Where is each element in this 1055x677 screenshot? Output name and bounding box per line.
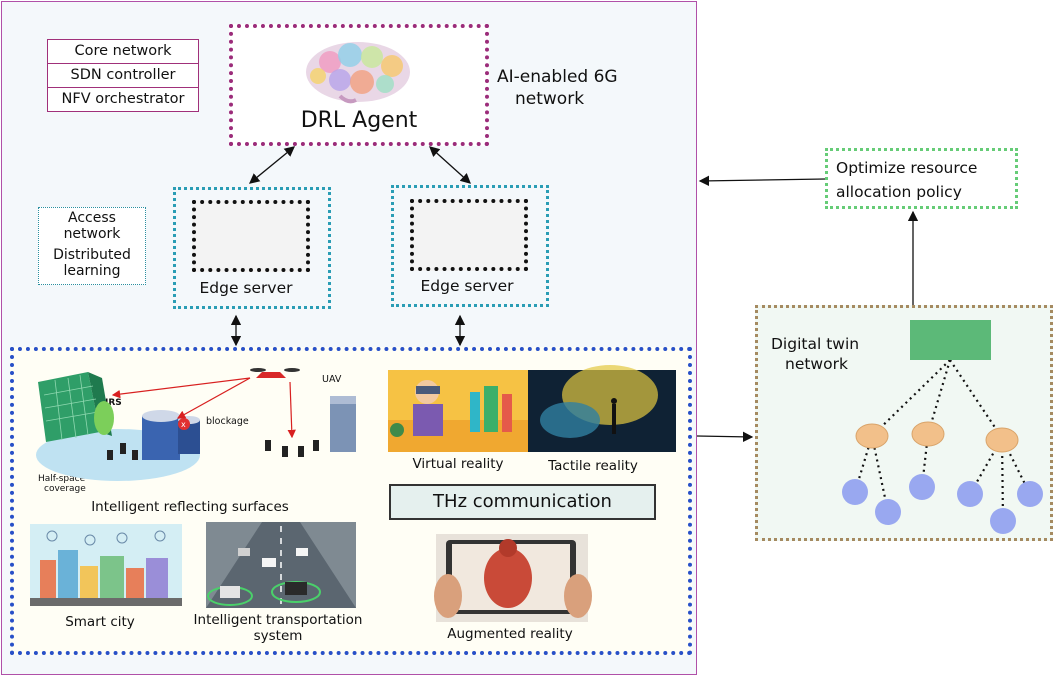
digital-twin-line2: network bbox=[785, 355, 848, 373]
twin-leaf-node bbox=[875, 499, 901, 525]
edge-server-inner-1 bbox=[192, 200, 310, 272]
optimize-policy-box: Optimize resource allocation policy bbox=[825, 148, 1018, 209]
its-caption: Intelligent transportation system bbox=[176, 612, 380, 644]
ai-network-line2: network bbox=[515, 89, 585, 109]
twin-leaf-node bbox=[957, 481, 983, 507]
optimize-line2: allocation policy bbox=[836, 183, 962, 201]
brain-icon bbox=[306, 42, 410, 104]
virtual-reality-image bbox=[388, 370, 528, 452]
access-line2: network bbox=[63, 226, 121, 242]
uav-label: UAV bbox=[322, 374, 342, 385]
edge-server-box-1 bbox=[173, 187, 331, 309]
coverage-line1: Half-space bbox=[38, 474, 86, 484]
ai-network-line1: AI-enabled 6G bbox=[497, 67, 618, 87]
tactile-reality-image bbox=[528, 365, 676, 452]
edge-server-inner-2 bbox=[410, 199, 528, 271]
digital-twin-label: Digital twin network bbox=[771, 334, 859, 374]
twin-leaf-node bbox=[1017, 481, 1043, 507]
arrow-optimize-to-network bbox=[698, 175, 826, 187]
digital-twin-box bbox=[755, 305, 1053, 541]
coverage-line2: coverage bbox=[44, 484, 86, 494]
digital-twin-line1: Digital twin bbox=[771, 335, 860, 353]
thz-communication-box: THz communication bbox=[389, 484, 656, 520]
smart-city-caption: Smart city bbox=[65, 614, 135, 630]
augmented-reality-image bbox=[434, 534, 592, 622]
twin-mid-node bbox=[855, 423, 889, 449]
arrow-network-to-twin bbox=[696, 431, 754, 443]
access-network-box: Access network Distributed learning bbox=[38, 207, 146, 285]
legend-core-network: Core network bbox=[48, 40, 198, 64]
its-caption-line2: system bbox=[253, 628, 303, 644]
irs-label: IRS bbox=[105, 398, 122, 408]
ar-caption: Augmented reality bbox=[447, 626, 573, 642]
edge-server-label-1: Edge server bbox=[199, 279, 293, 297]
edge-server-label-2: Edge server bbox=[420, 277, 514, 295]
twin-mid-node bbox=[985, 427, 1019, 453]
drl-agent-label: DRL Agent bbox=[300, 108, 418, 133]
optimize-line1: Optimize resource bbox=[836, 159, 978, 177]
legend-sdn-controller: SDN controller bbox=[48, 64, 198, 88]
access-line3: Distributed bbox=[53, 247, 131, 263]
arrow-drl-edge-2 bbox=[429, 146, 471, 184]
legend-nfv-orchestrator: NFV orchestrator bbox=[61, 91, 185, 107]
irs-scene-illustration: x bbox=[36, 368, 356, 481]
twin-leaf-node bbox=[909, 474, 935, 500]
twin-root-node bbox=[910, 320, 991, 360]
irs-caption: Intelligent reflecting surfaces bbox=[91, 499, 289, 515]
network-legend: Core network SDN controller NFV orchestr… bbox=[47, 39, 199, 112]
access-line1: Access bbox=[68, 210, 116, 226]
twin-leaf-node bbox=[990, 508, 1016, 534]
smart-city-image bbox=[30, 524, 182, 606]
twin-mid-node bbox=[911, 421, 945, 447]
twin-leaf-node bbox=[842, 479, 868, 505]
blockage-label: blockage bbox=[206, 416, 249, 427]
access-line4: learning bbox=[63, 263, 121, 279]
vr-caption: Virtual reality bbox=[412, 456, 504, 472]
its-caption-line1: Intelligent transportation bbox=[193, 612, 363, 628]
ai-network-label: AI-enabled 6G network bbox=[497, 66, 657, 110]
edge-server-box-2 bbox=[391, 185, 549, 307]
its-image bbox=[206, 522, 356, 608]
tactile-caption: Tactile reality bbox=[548, 458, 638, 474]
half-space-coverage-label: Half-space coverage bbox=[38, 474, 86, 494]
svg-text:x: x bbox=[181, 420, 186, 429]
arrow-drl-edge-1 bbox=[248, 146, 296, 184]
